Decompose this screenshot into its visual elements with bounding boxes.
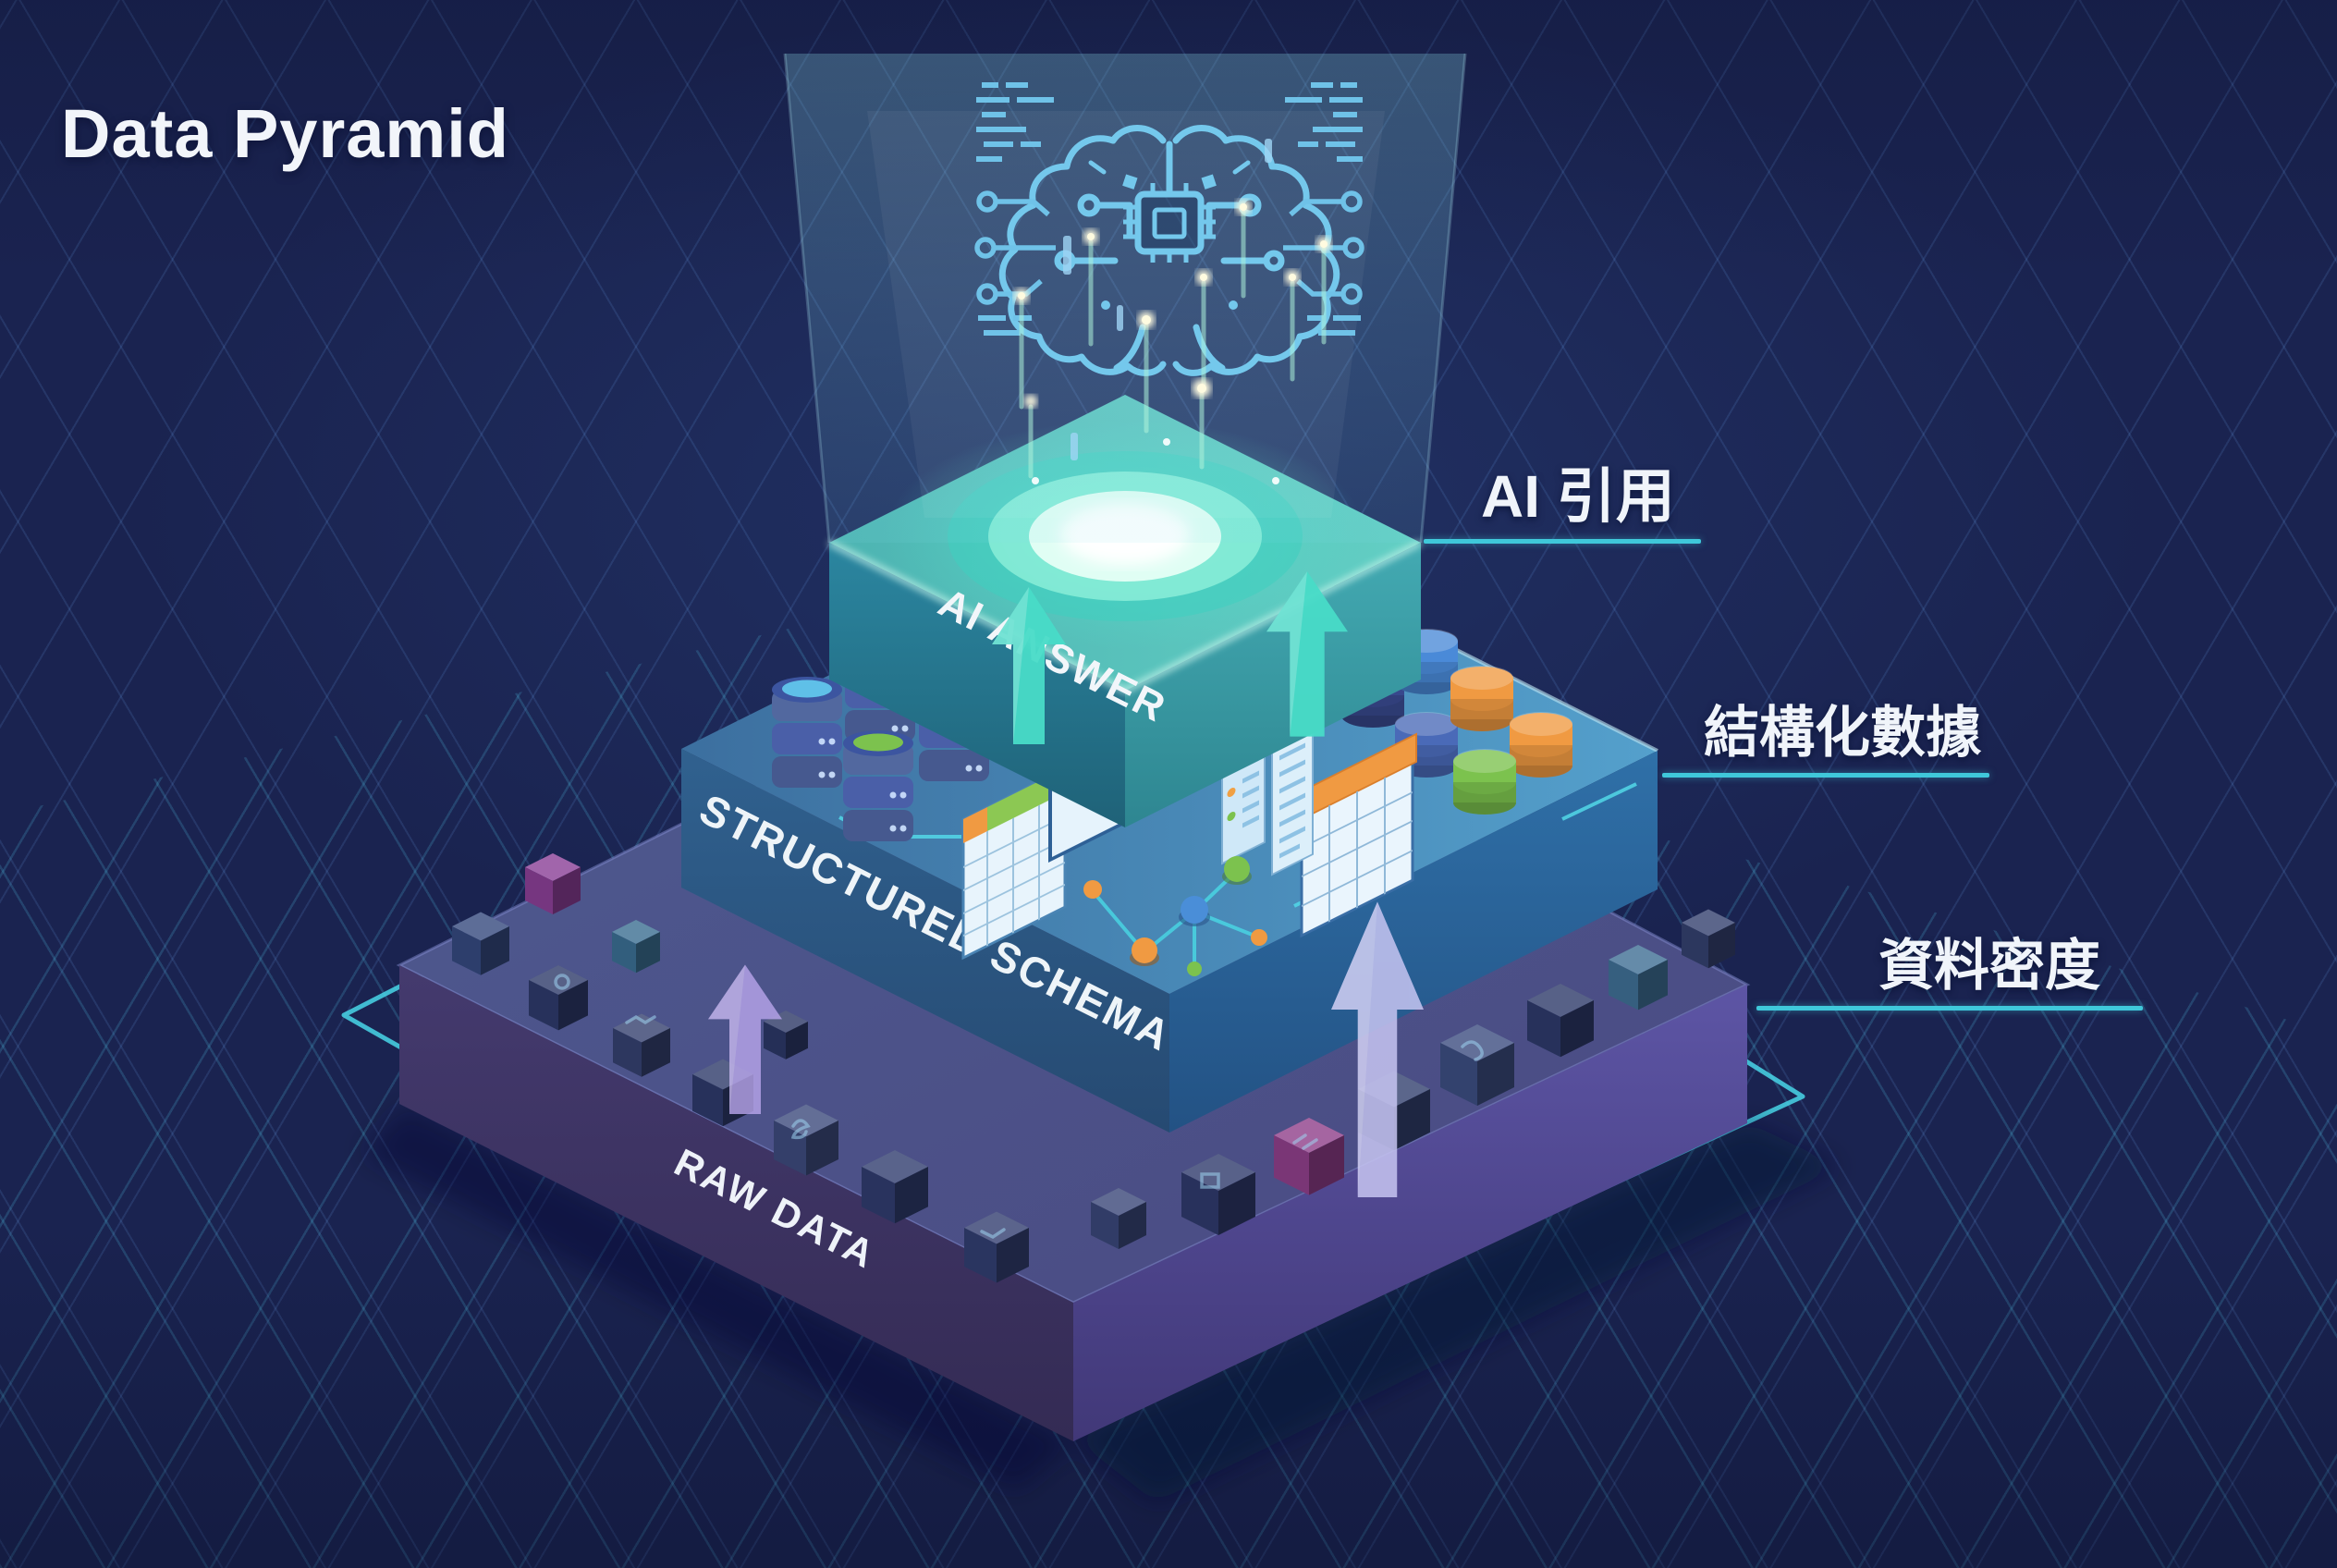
- structured-schema-right-face: [1169, 751, 1658, 1133]
- callout-data-density-underline: [1756, 1006, 2143, 1011]
- coin-stack-icon: [1450, 666, 1513, 731]
- network-nodes-icon: [1083, 856, 1267, 976]
- report-panel-icon: [1271, 725, 1314, 876]
- data-table-icon: [1297, 732, 1417, 938]
- beam-edges: [783, 53, 1467, 544]
- callout-ai-citation-label: AI 引用: [1481, 463, 1675, 530]
- callout-structured-data-underline: [1662, 773, 1989, 778]
- raw-data-left-face: [399, 965, 1073, 1441]
- coin-stack-icon: [1510, 712, 1572, 778]
- ai-answer-right-face: [1125, 543, 1421, 827]
- brain-chip-hologram-icon: [976, 85, 1363, 373]
- raw-data-right-face: [1073, 985, 1747, 1441]
- callout-data-density-label: 資料密度: [1878, 935, 2100, 997]
- callout-structured-data-label: 結構化數據: [1704, 702, 1981, 764]
- cube-glyph-marks: [554, 974, 1484, 1240]
- pyramid-shadow: [362, 1106, 1840, 1502]
- structured-schema-left-face: [681, 749, 1169, 1133]
- page-title: Data Pyramid: [61, 94, 509, 172]
- database-stack-icon: [843, 730, 913, 841]
- inner-beam: [867, 111, 1385, 518]
- coin-stack-icon: [1453, 749, 1516, 815]
- callout-ai-citation-underline: [1424, 539, 1701, 544]
- database-stack-icon: [772, 677, 842, 788]
- ai-answer-left-face: [829, 543, 1125, 827]
- light-particles: [1014, 139, 1331, 484]
